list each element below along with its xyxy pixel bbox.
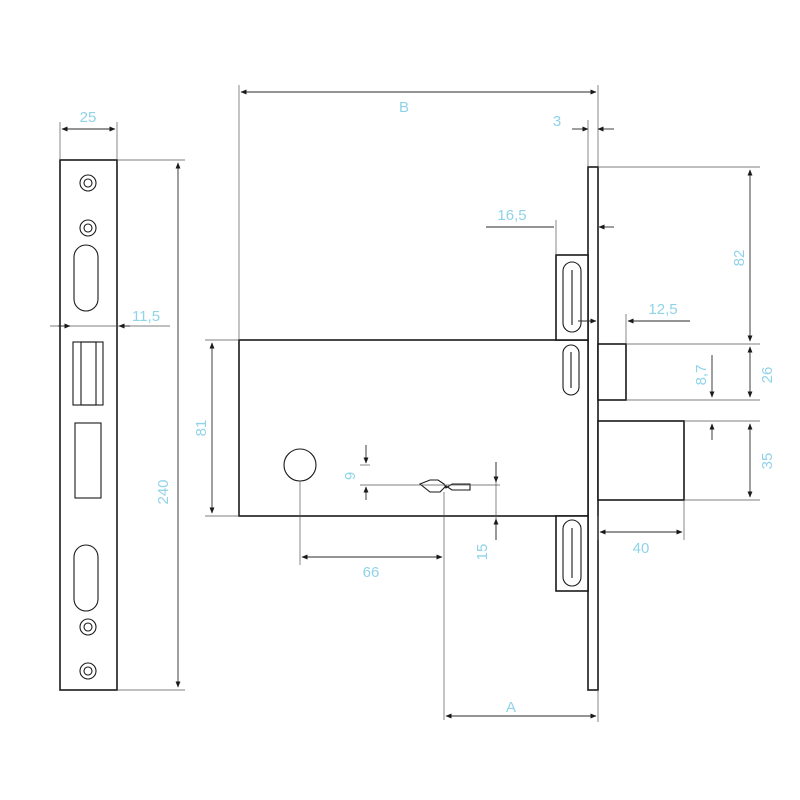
dim-label-latch-offset: 16,5 (497, 207, 526, 224)
strike-plate (59, 159, 118, 691)
screw-hole (79, 618, 97, 636)
dim-label-plate-edge-offset: 11,5 (132, 308, 160, 325)
lock-dimensions: B 3 16,5 12,5 82 26 8,7 35 (193, 85, 776, 722)
deadbolt (597, 420, 685, 501)
dim-label-faceplate-width: 25 (80, 109, 97, 126)
dim-label-A: A (506, 699, 516, 716)
dim-label-B: B (399, 99, 409, 116)
screw-hole (79, 662, 97, 680)
latch (597, 343, 627, 401)
dim-label-body-height: 81 (193, 420, 210, 437)
slot (73, 544, 99, 612)
dim-label-key-spacing: 66 (363, 564, 380, 581)
dim-label-bolt-throw: 40 (633, 540, 650, 557)
dim-label-bolt-offset: 12,5 (648, 301, 677, 318)
dim-label-gap: 8,7 (693, 365, 710, 386)
dim-label-faceplate-length: 240 (155, 479, 172, 504)
lower-bracket (555, 515, 589, 592)
dim-label-upper-offset: 82 (731, 250, 748, 267)
screw-hole (79, 219, 97, 237)
upper-bracket (555, 254, 589, 396)
strike-dimensions: 25 240 11,5 (50, 109, 185, 691)
dim-label-key-drop: 15 (474, 544, 491, 561)
dim-label-plate-thickness: 3 (553, 113, 561, 130)
lock-body (238, 166, 685, 691)
slot (73, 244, 99, 312)
screw-hole (79, 174, 97, 192)
key-slot (418, 479, 471, 493)
dim-label-latch-height: 26 (759, 367, 776, 384)
dim-label-bolt-height: 35 (759, 453, 776, 470)
bolt-opening (74, 422, 102, 499)
dim-label-key-offset: 9 (342, 472, 359, 480)
